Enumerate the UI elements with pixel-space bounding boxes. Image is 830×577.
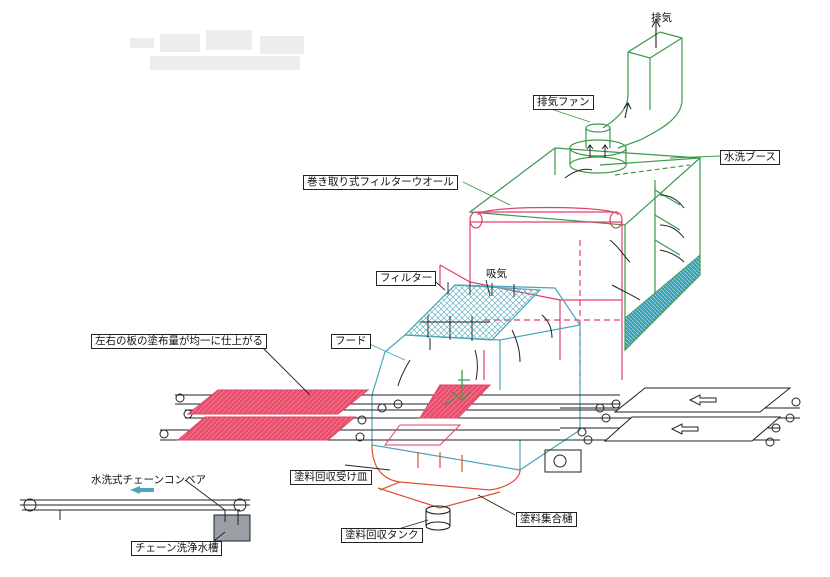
exhaust-duct: [602, 31, 683, 149]
label-paint-tank: 塗料回収タンク: [341, 528, 423, 543]
conveyor-direction-icon: [130, 486, 154, 494]
label-paint-manifold: 塗料集合樋: [516, 512, 577, 527]
left-arrow-icon: [670, 394, 717, 435]
label-water-booth: 水洗ブース: [720, 150, 780, 165]
label-filter: フィルター: [376, 271, 437, 286]
leader-lines: [184, 107, 721, 549]
boards-in-hood: [384, 384, 492, 446]
label-even-coating: 左右の板の塗布量が均一に仕上がる: [91, 334, 267, 349]
exhaust-arrow-icon: [623, 18, 661, 119]
water-wash-booth: [468, 147, 702, 352]
fan-icon: [586, 144, 609, 158]
label-paint-tray: 塗料回収受け皿: [290, 470, 372, 485]
chain-conveyor-schematic: [20, 498, 251, 542]
label-chain-conveyor: 水洗式チェーンコンベア: [91, 474, 206, 486]
booth-water: [624, 254, 701, 351]
label-roll-filter-wall: 巻き取り式フィルターウオール: [303, 175, 458, 190]
label-chain-wash-tank: チェーン洗浄水槽: [131, 541, 223, 556]
label-exhaust: 排気: [651, 12, 672, 24]
faded-title-mark: [130, 30, 304, 70]
label-exhaust-fan: 排気ファン: [533, 95, 594, 110]
paint-recovery-tray: [371, 444, 521, 509]
paint-recovery-tank: [425, 505, 451, 531]
exhaust-fan: [569, 123, 627, 174]
airflow-arrow-icon: [564, 168, 685, 301]
label-intake: 吸気: [486, 268, 507, 280]
hood-airflow-arrow-icon: [397, 314, 553, 387]
coated-boards: [176, 389, 370, 441]
filter-panel: [403, 282, 542, 341]
spray-gun: [444, 370, 471, 406]
label-hood: フード: [331, 334, 371, 349]
conveyor-drive: [544, 449, 582, 473]
